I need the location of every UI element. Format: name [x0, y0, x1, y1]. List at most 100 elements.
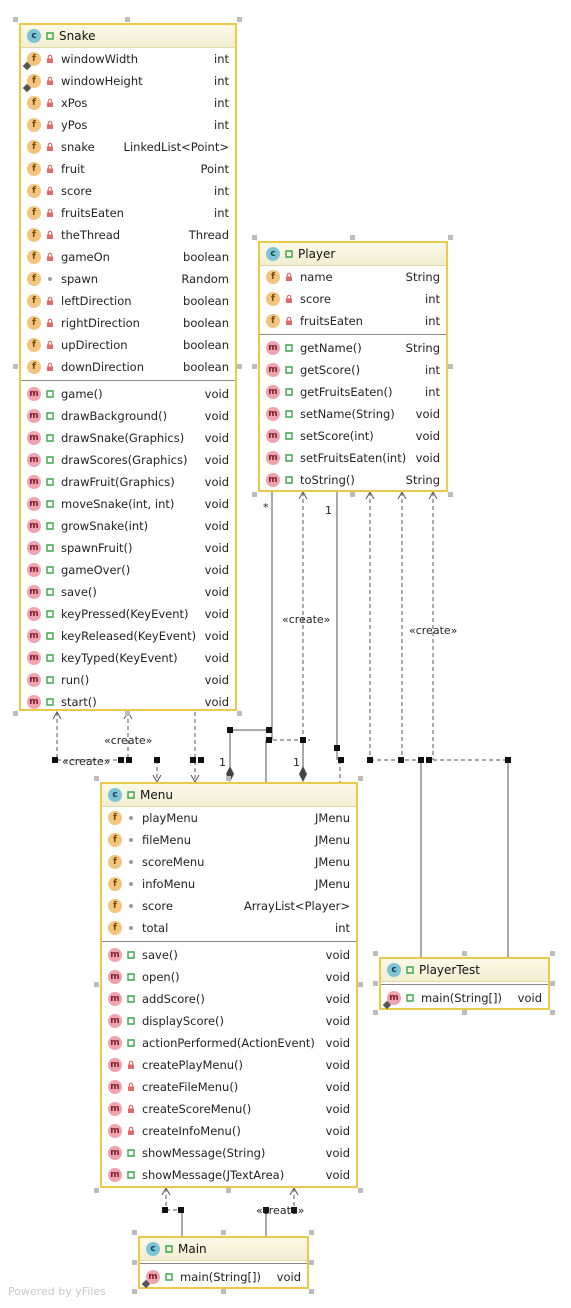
selection-handle[interactable] [13, 364, 18, 369]
selection-handle[interactable] [448, 363, 453, 369]
selection-handle[interactable] [237, 711, 242, 716]
selection-handle[interactable] [220, 1230, 226, 1235]
selection-handle[interactable] [94, 1188, 99, 1193]
selection-handle[interactable] [252, 363, 257, 369]
selection-handle[interactable] [350, 492, 355, 497]
selection-handle[interactable] [252, 235, 257, 240]
selection-handle[interactable] [373, 1010, 378, 1015]
selection-handle[interactable] [252, 492, 257, 497]
selection-handle[interactable] [132, 1259, 137, 1265]
selection-handle[interactable] [237, 17, 242, 22]
selection-handle[interactable] [448, 235, 453, 240]
selection-handle[interactable] [309, 1230, 314, 1235]
selection-handle[interactable] [220, 1289, 226, 1294]
selection-handle[interactable] [94, 776, 99, 781]
selection-handle[interactable] [94, 982, 99, 987]
selection-handle[interactable] [358, 982, 363, 987]
selection-handle[interactable] [13, 711, 18, 716]
selection-handle[interactable] [373, 980, 378, 986]
selection-handle[interactable] [309, 1289, 314, 1294]
selection-handle[interactable] [550, 951, 555, 956]
selection-handle[interactable] [350, 235, 355, 240]
selection-handle[interactable] [550, 1010, 555, 1015]
selection-handle[interactable] [550, 980, 555, 986]
selection-handle[interactable] [226, 1188, 231, 1193]
selection-handle[interactable] [226, 776, 231, 781]
selection-handle[interactable] [132, 1289, 137, 1294]
selection-handle[interactable] [13, 17, 18, 22]
selection-handle[interactable] [373, 951, 378, 956]
selection-handle[interactable] [237, 364, 242, 369]
selection-handle[interactable] [358, 776, 363, 781]
selection-handle[interactable] [132, 1230, 137, 1235]
selection-handle[interactable] [125, 17, 130, 22]
selection-handle[interactable] [125, 711, 130, 716]
selection-handle[interactable] [309, 1259, 314, 1265]
selection-handle[interactable] [461, 951, 467, 956]
selection-handle[interactable] [448, 492, 453, 497]
